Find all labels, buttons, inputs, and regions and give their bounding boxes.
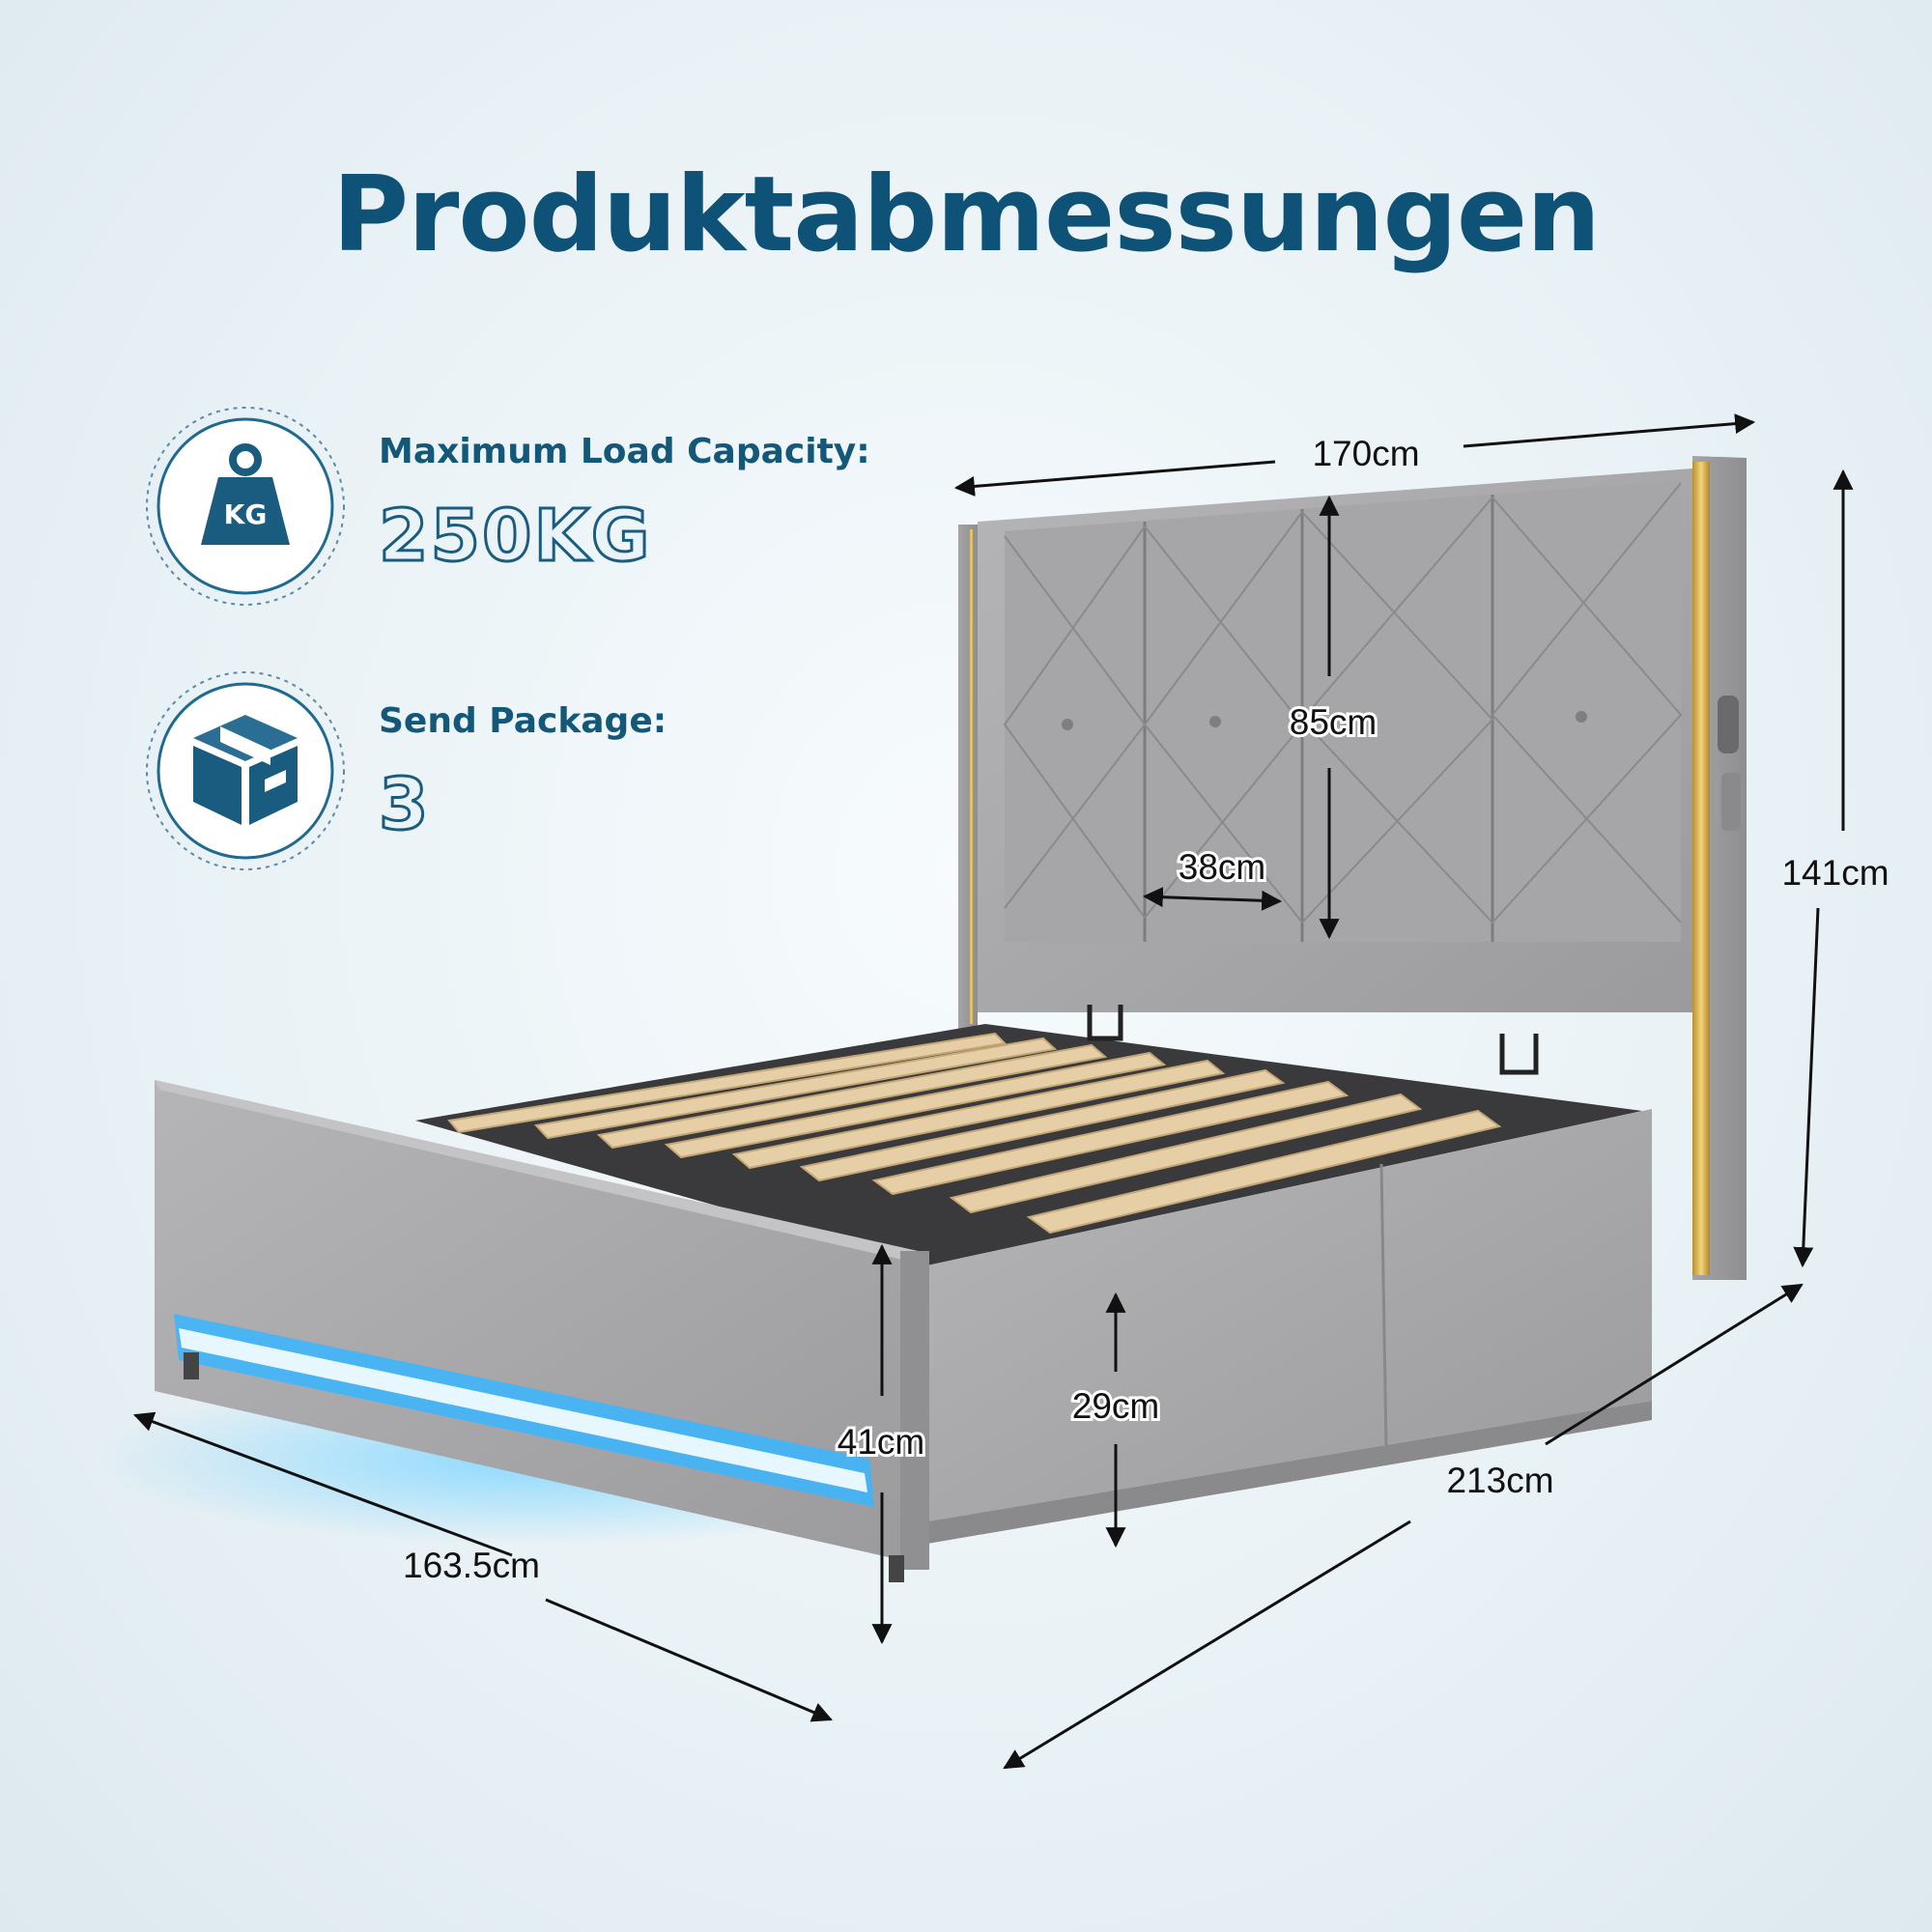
load-capacity-badge: KG [146, 407, 345, 606]
dim-footboard-width: 163.5cm [403, 1546, 540, 1585]
dim-panel-height: 85cm [1290, 702, 1377, 742]
dim-line-footboard-width [133, 1411, 513, 1557]
dim-line-length [1545, 1283, 1804, 1446]
headboard [958, 456, 1747, 1280]
dim-length: 213cm [1446, 1461, 1553, 1500]
package-badge [146, 671, 345, 870]
slatted-platform [415, 1005, 1642, 1265]
footboard [155, 1080, 929, 1582]
package-value: 3 [378, 762, 431, 848]
page-title: Produktabmessungen [331, 155, 1601, 275]
kg-icon-text: KG [224, 498, 268, 530]
dim-line-width-headboard [953, 460, 1276, 497]
dim-line-panel-width [1142, 887, 1283, 911]
dim-width-headboard: 170cm [1312, 434, 1419, 473]
side-rail [927, 1109, 1652, 1544]
dim-rail-height: 29cm [1072, 1386, 1159, 1426]
package-box-icon [193, 715, 298, 825]
package-label: Send Package: [379, 701, 668, 741]
dim-panel-width: 38cm [1179, 847, 1265, 887]
dim-footboard-height: 41cm [838, 1422, 924, 1462]
load-capacity-label: Maximum Load Capacity: [379, 432, 870, 471]
dimension-lines [133, 413, 1854, 1770]
dim-height-total: 141cm [1781, 853, 1889, 893]
kg-weight-icon: KG [201, 443, 290, 545]
load-capacity-value: 250KG [378, 494, 652, 580]
